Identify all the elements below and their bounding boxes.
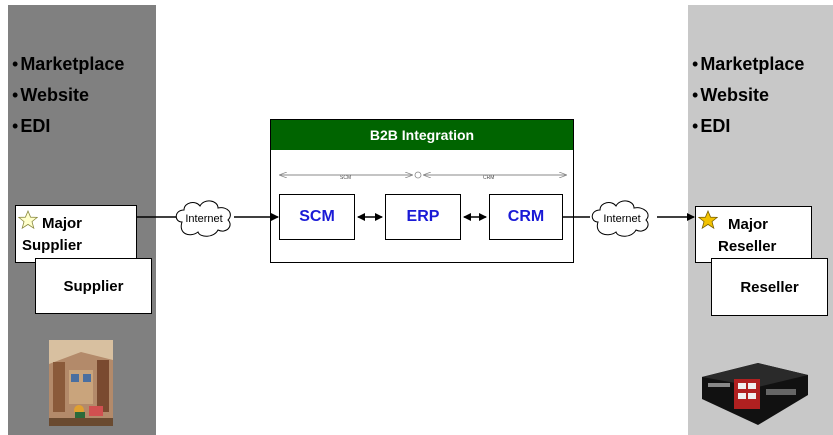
internet-cloud-icon: Internet xyxy=(175,200,231,237)
scm-module: SCM xyxy=(279,194,355,240)
supplier-label: Supplier xyxy=(63,278,124,295)
b2b-integration-title: B2B Integration xyxy=(271,120,573,150)
supplier-channel-list: Marketplace Website EDI xyxy=(12,49,124,142)
supplier-channel-website: Website xyxy=(12,80,124,111)
crm-module: CRM xyxy=(489,194,563,240)
internet-label-left: Internet xyxy=(185,213,222,225)
reseller-channel-list: Marketplace Website EDI xyxy=(692,49,804,142)
reseller-channel-edi: EDI xyxy=(692,111,804,142)
major-supplier-card: Major Supplier xyxy=(15,205,137,263)
scope-label-crm: CRM xyxy=(483,175,495,181)
scope-label-scm: SCM xyxy=(340,175,352,181)
supplier-card: Supplier xyxy=(35,258,152,314)
major-reseller-line1: Major xyxy=(728,216,769,233)
supplier-channel-edi: EDI xyxy=(12,111,124,142)
store-building-icon xyxy=(702,363,808,425)
warehouse-photo-icon xyxy=(49,340,113,426)
internet-label-right: Internet xyxy=(603,213,640,225)
erp-module: ERP xyxy=(385,194,461,240)
scope-divider-dot xyxy=(414,171,422,179)
major-reseller-line2: Reseller xyxy=(718,238,777,255)
reseller-channel-website: Website xyxy=(692,80,804,111)
reseller-card: Reseller xyxy=(711,258,828,316)
star-icon xyxy=(698,210,718,230)
star-icon xyxy=(18,210,38,230)
reseller-label: Reseller xyxy=(740,279,799,296)
internet-cloud-icon: Internet xyxy=(591,200,649,237)
major-supplier-line1: Major xyxy=(42,215,83,232)
supplier-channel-marketplace: Marketplace xyxy=(12,49,124,80)
major-supplier-line2: Supplier xyxy=(22,237,83,254)
reseller-channel-marketplace: Marketplace xyxy=(692,49,804,80)
